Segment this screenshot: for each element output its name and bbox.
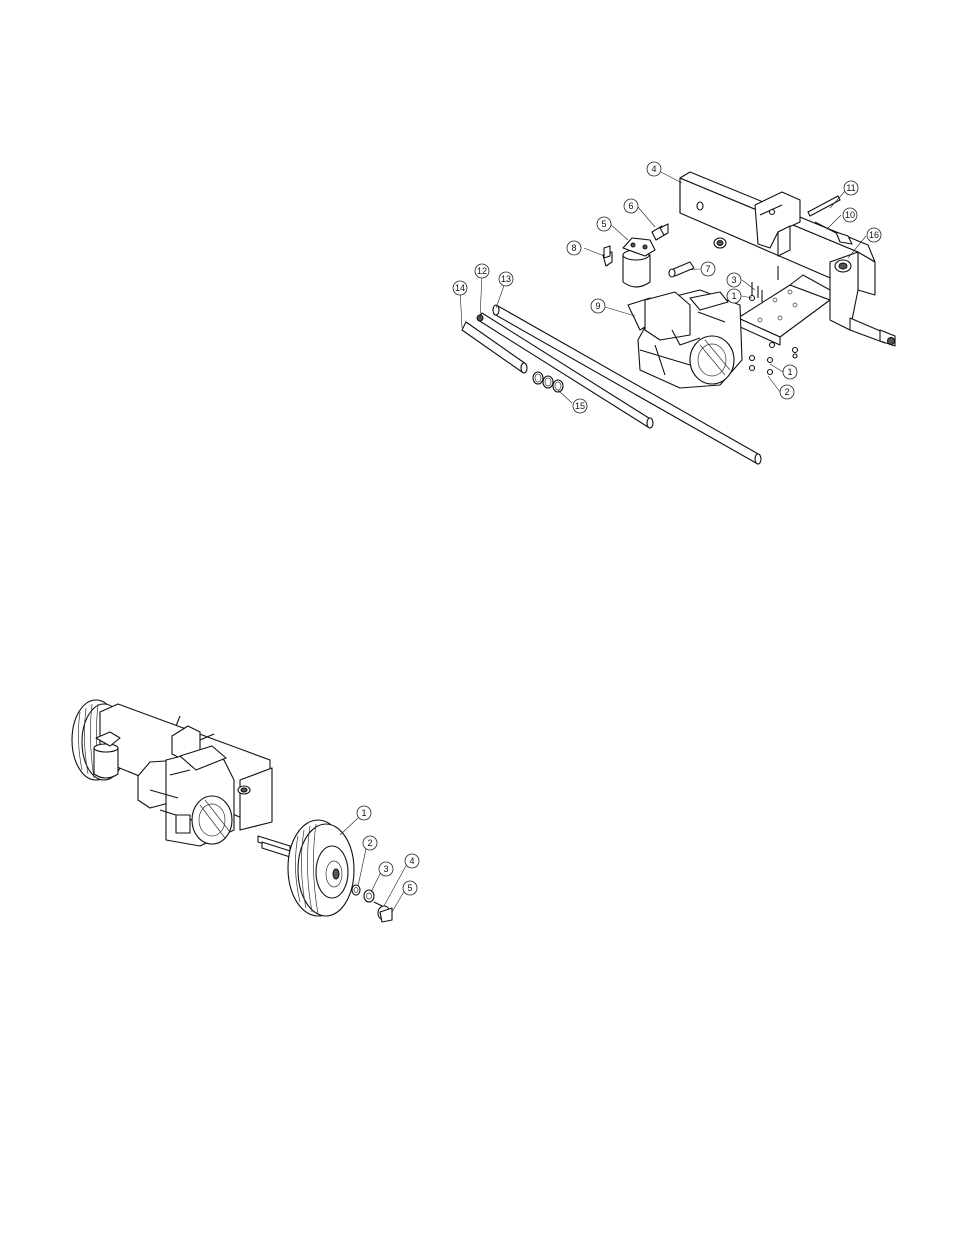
svg-text:7: 7 [705, 264, 710, 274]
upper-exploded-view: 4 5 6 11 10 16 8 7 3 1 12 13 14 9 15 1 2 [453, 162, 895, 464]
cap-part [835, 260, 851, 272]
svg-text:12: 12 [477, 266, 487, 276]
callout-1b: 1 [783, 365, 797, 379]
svg-text:4: 4 [651, 164, 656, 174]
wheel-callout-1: 1 [357, 806, 371, 820]
wheel-callout-3: 3 [379, 862, 393, 876]
lower-callouts: 1 2 3 4 5 [357, 806, 419, 895]
callout-16: 16 [867, 228, 881, 242]
callout-12: 12 [475, 264, 489, 278]
elbow-fitting [603, 246, 612, 266]
callout-8: 8 [567, 241, 581, 255]
callout-6: 6 [624, 199, 638, 213]
svg-text:16: 16 [869, 230, 879, 240]
svg-text:3: 3 [383, 864, 388, 874]
callout-10: 10 [843, 208, 857, 222]
callout-9: 9 [591, 299, 605, 313]
wheel-callout-2: 2 [363, 836, 377, 850]
svg-text:6: 6 [628, 201, 633, 211]
svg-text:10: 10 [845, 210, 855, 220]
lower-filter [94, 732, 120, 778]
callout-13: 13 [499, 272, 513, 286]
svg-text:4: 4 [409, 856, 414, 866]
svg-text:5: 5 [407, 883, 412, 893]
svg-text:14: 14 [455, 283, 465, 293]
right-wheel [288, 820, 354, 916]
filter-part [623, 238, 655, 287]
callout-5: 5 [597, 217, 611, 231]
svg-text:2: 2 [784, 387, 789, 397]
callout-3: 3 [727, 273, 741, 287]
svg-text:8: 8 [571, 243, 576, 253]
engine-part [628, 290, 742, 388]
callout-4: 4 [647, 162, 661, 176]
svg-text:5: 5 [601, 219, 606, 229]
callout-15: 15 [573, 399, 587, 413]
svg-text:1: 1 [361, 808, 366, 818]
svg-text:3: 3 [731, 275, 736, 285]
svg-text:1: 1 [731, 291, 736, 301]
callout-7: 7 [701, 262, 715, 276]
svg-text:1: 1 [787, 367, 792, 377]
svg-text:15: 15 [575, 401, 585, 411]
svg-text:13: 13 [501, 274, 511, 284]
wheel-callout-5: 5 [403, 881, 417, 895]
fitting-seven [669, 262, 694, 277]
callout-11: 11 [844, 181, 858, 195]
callout-1: 1 [727, 289, 741, 303]
svg-text:11: 11 [846, 183, 855, 193]
svg-text:9: 9 [595, 301, 600, 311]
lower-exploded-view: 1 2 3 4 5 [72, 700, 419, 922]
hose-clamps [533, 372, 563, 392]
svg-text:2: 2 [367, 838, 372, 848]
callout-14: 14 [453, 281, 467, 295]
wheel-callout-4: 4 [405, 854, 419, 868]
callout-2: 2 [780, 385, 794, 399]
